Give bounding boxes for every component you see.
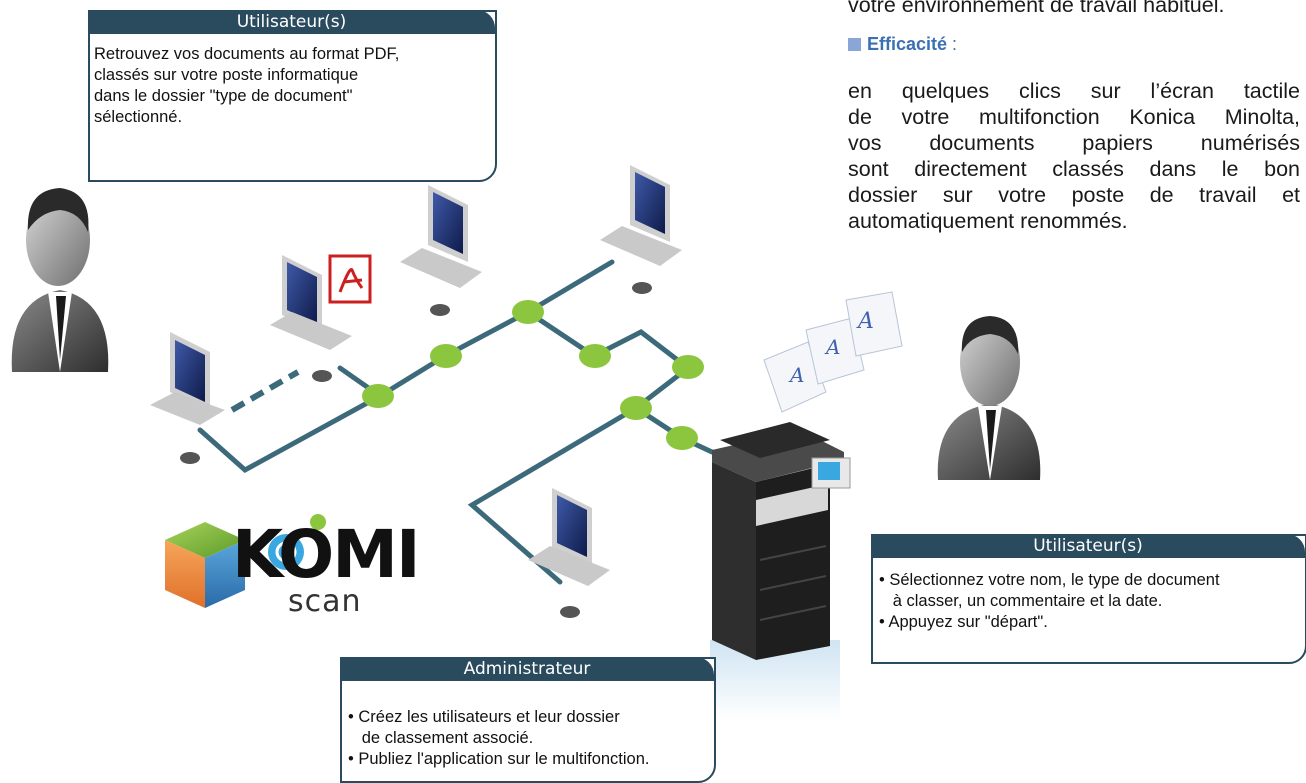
callout-title: Utilisateur(s) [871,534,1305,558]
intro-top-line: votre environnement de travail habituel. [848,0,1225,17]
computer-icon [400,185,482,316]
callout-line: sélectionné. [94,108,183,126]
callout-title: Utilisateur(s) [88,10,495,34]
efficacite-line: automatiquement renommés. [848,209,1128,233]
pdf-icon [328,254,372,304]
callout-line: dans le dossier "type de document" [94,87,353,105]
callout-user-retrieve: Utilisateur(s) Retrouvez vos documents a… [88,10,497,182]
logo-subtitle: scan [288,584,362,619]
efficacite-text: en quelques clics sur l’écran tactile de… [848,78,1300,234]
document-icon: A [845,291,903,357]
computer-icon [270,255,352,382]
callout-user-select: Utilisateur(s) • Sélectionnez votre nom,… [871,534,1306,664]
user-avatar-right [937,316,1041,480]
square-bullet-icon [848,38,861,51]
callout-body: Retrouvez vos documents au format PDF, c… [94,44,399,128]
komi-logo-icon [165,514,326,608]
efficacite-line: de votre multifonction Konica Minolta, [848,105,1300,129]
callout-body: • Créez les utilisateurs et leur dossier… [348,707,650,770]
callout-line: • Sélectionnez votre nom, le type de doc… [879,571,1220,589]
callout-administrator: Administrateur • Créez les utilisateurs … [340,657,716,783]
callout-line: • Créez les utilisateurs et leur dossier [348,708,620,726]
svg-text:A: A [856,309,874,334]
computer-icon [528,488,610,618]
logo-wordmark: KOMI [232,516,421,593]
efficacite-line: vos documents papiers numérisés [848,131,1300,155]
efficacite-heading: Efficacité : [848,34,957,55]
callout-title: Administrateur [340,657,714,681]
callout-line: de classement associé. [348,729,534,747]
callout-line: • Appuyez sur "départ". [879,613,1048,631]
callout-line: • Publiez l'application sur le multifonc… [348,750,650,768]
callout-body: • Sélectionnez votre nom, le type de doc… [879,570,1220,633]
computer-icon [600,165,682,294]
user-avatar-left [11,188,109,372]
computer-icon [150,332,225,464]
callout-line: Retrouvez vos documents au format PDF, [94,45,400,63]
efficacite-line: en quelques clics sur l’écran tactile [848,79,1300,103]
document-icon: A [763,341,827,413]
callout-line: classés sur votre poste informatique [94,66,359,84]
efficacite-colon: : [947,34,958,54]
network-nodes [362,300,704,450]
callout-line: à classer, un commentaire et la date. [879,592,1163,610]
svg-text:A: A [824,335,840,359]
multifunction-printer-icon [710,422,851,720]
efficacite-label: Efficacité [867,34,948,54]
document-icon: A [805,317,865,385]
dashed-link [230,369,300,413]
svg-text:A: A [788,363,804,387]
efficacite-line: sont directement classés dans le bon [848,157,1300,181]
efficacite-line: dossier sur votre poste de travail et [848,183,1300,207]
